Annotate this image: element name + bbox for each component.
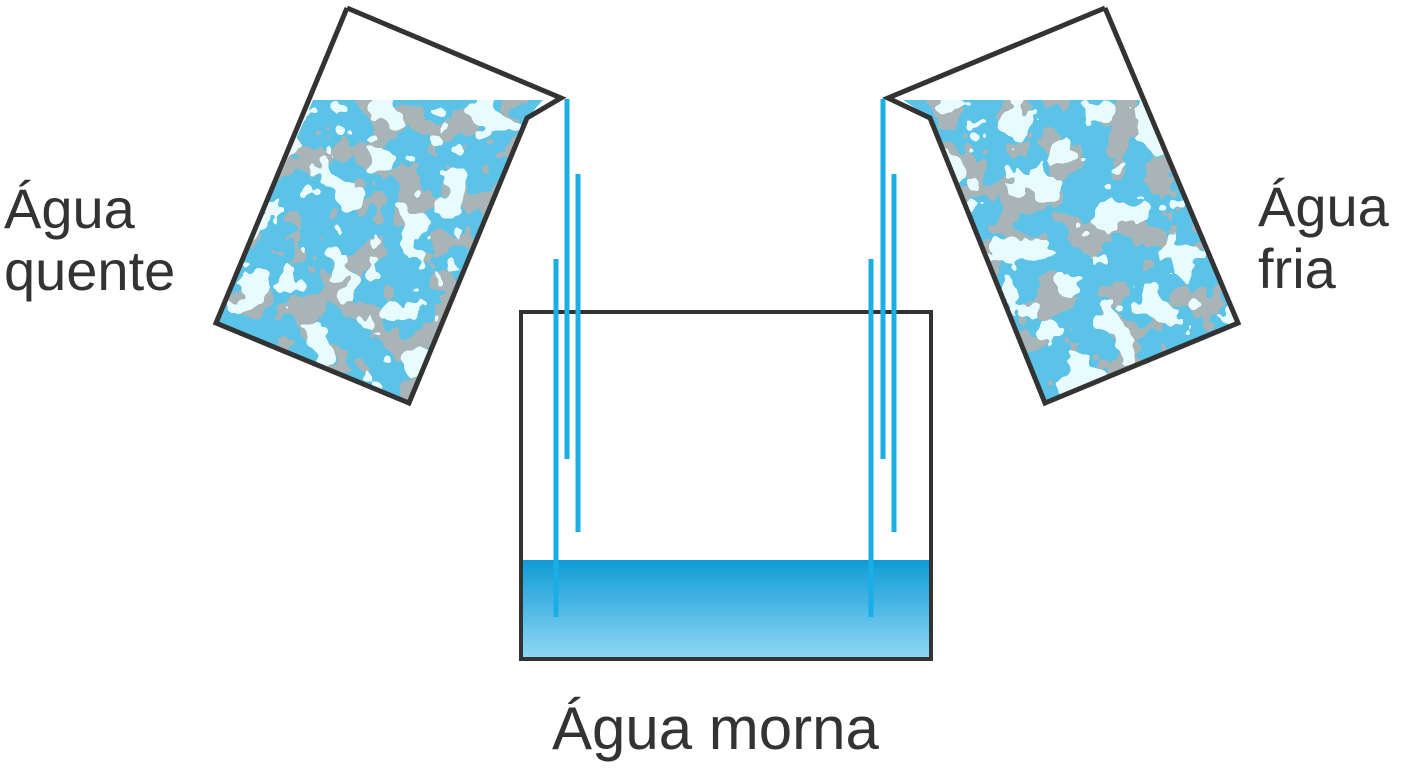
hot-beaker-outline xyxy=(212,5,567,407)
cold-beaker-outline xyxy=(881,5,1242,407)
cold-water-stream xyxy=(868,99,897,617)
basin-outline xyxy=(519,310,933,661)
hot-water-stream xyxy=(553,99,581,617)
cold-water-beaker xyxy=(881,5,1242,407)
warm-water-label: Água morna xyxy=(552,695,879,762)
hot-water-label-line-1: Água xyxy=(4,177,135,240)
hot-water-label: Água quente xyxy=(4,178,175,301)
cold-water-label-line-1: Água xyxy=(1258,175,1389,238)
warm-water-liquid xyxy=(522,560,930,658)
hot-water-beaker xyxy=(212,5,567,407)
cold-water-label: Água fria xyxy=(1258,176,1389,299)
hot-water-liquid xyxy=(216,100,543,403)
cold-water-label-line-2: fria xyxy=(1258,236,1336,300)
cold-water-liquid xyxy=(903,100,1238,403)
warm-water-basin xyxy=(519,310,933,661)
hot-water-label-line-2: quente xyxy=(4,238,176,302)
